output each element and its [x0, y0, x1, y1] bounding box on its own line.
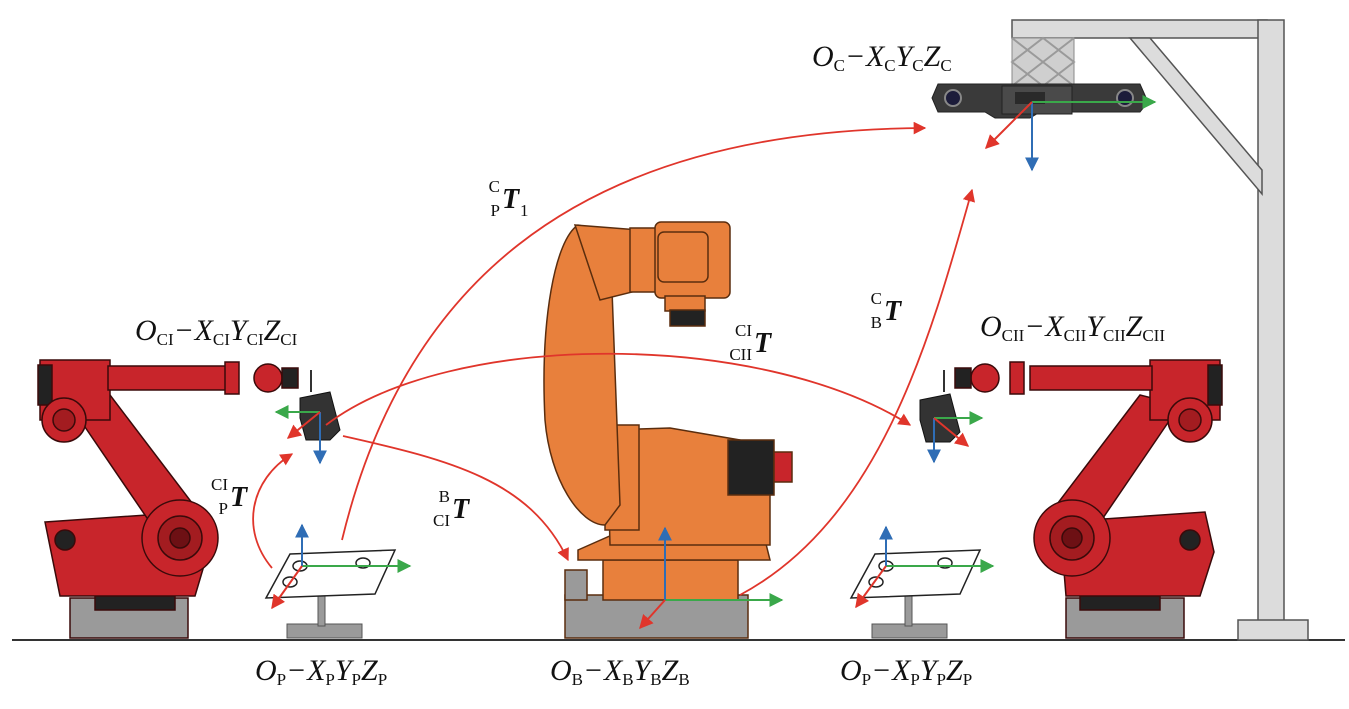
label-left-camera-frame: OCI−XCIYCIZCI — [135, 314, 298, 349]
camera-mount-lattice — [1010, 36, 1076, 88]
transform-arrows — [252, 121, 976, 596]
camera-axes — [985, 95, 1157, 172]
arrow-cp1 — [341, 121, 927, 541]
right-camera — [919, 393, 984, 464]
transform-label-cp1: C P T 1 — [488, 177, 529, 220]
arrow-cip — [252, 453, 294, 569]
right-target-plate — [849, 525, 995, 639]
label-right-plate-frame: OP−XPYPZP — [840, 654, 973, 689]
center-robot — [543, 221, 793, 639]
left-camera — [274, 391, 341, 465]
transform-label-cb: C B T — [870, 289, 902, 332]
arrow-cicii — [325, 352, 912, 426]
gantry-frame — [1011, 19, 1309, 641]
left-target-plate — [264, 523, 412, 639]
label-camera-frame: OC−XCYCZC — [812, 40, 952, 75]
label-base-frame: OB−XBYBZB — [550, 654, 690, 689]
transform-label-bci: B CI T — [433, 487, 470, 530]
arrow-bci — [342, 435, 569, 562]
left-robot — [37, 359, 312, 639]
label-left-plate-frame: OP−XPYPZP — [255, 654, 388, 689]
base-axes — [639, 526, 784, 630]
arrow-cb — [739, 188, 976, 596]
right-robot — [943, 359, 1223, 639]
label-right-camera-frame: OCII−XCIIYCIIZCII — [980, 310, 1165, 345]
transform-label-cip: CI P T — [211, 475, 248, 518]
transform-label-cicii: CI CII T — [729, 321, 772, 364]
